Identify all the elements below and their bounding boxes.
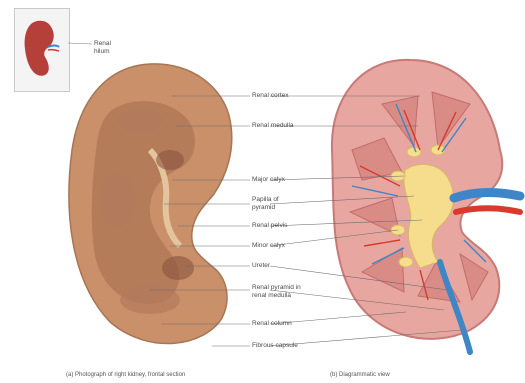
diagram-renal-vein bbox=[454, 193, 520, 199]
label-renal-pelvis: Renal pelvis bbox=[252, 222, 287, 230]
label-ureter: Ureter bbox=[252, 262, 270, 270]
photo-major-calyx bbox=[156, 150, 184, 170]
label-papilla-of-pyramid: Papilla of pyramid bbox=[252, 196, 279, 211]
diagram-renal-artery bbox=[456, 208, 520, 212]
label-minor-calyx: Minor calyx bbox=[252, 242, 285, 250]
label-renal-medulla: Renal medulla bbox=[252, 122, 294, 130]
photo-pyramid-middle bbox=[100, 174, 136, 226]
label-renal-cortex: Renal cortex bbox=[252, 92, 289, 100]
caption-a: (a) Photograph of right kidney, frontal … bbox=[66, 372, 185, 378]
minor-calyx-5 bbox=[399, 257, 413, 267]
photo-pyramid-upper bbox=[118, 108, 162, 132]
label-major-calyx: Major calyx bbox=[252, 176, 285, 184]
label-renal-pyramid: Renal pyramid in renal medulla bbox=[252, 284, 301, 299]
photo-lower-calyx bbox=[162, 256, 194, 280]
leader-renal-hilum bbox=[68, 43, 92, 44]
caption-b: (b) Diagrammatic view bbox=[330, 372, 390, 378]
label-renal-column: Renal column bbox=[252, 320, 292, 328]
label-fibrous-capsule: Fibrous capsule bbox=[252, 342, 298, 350]
